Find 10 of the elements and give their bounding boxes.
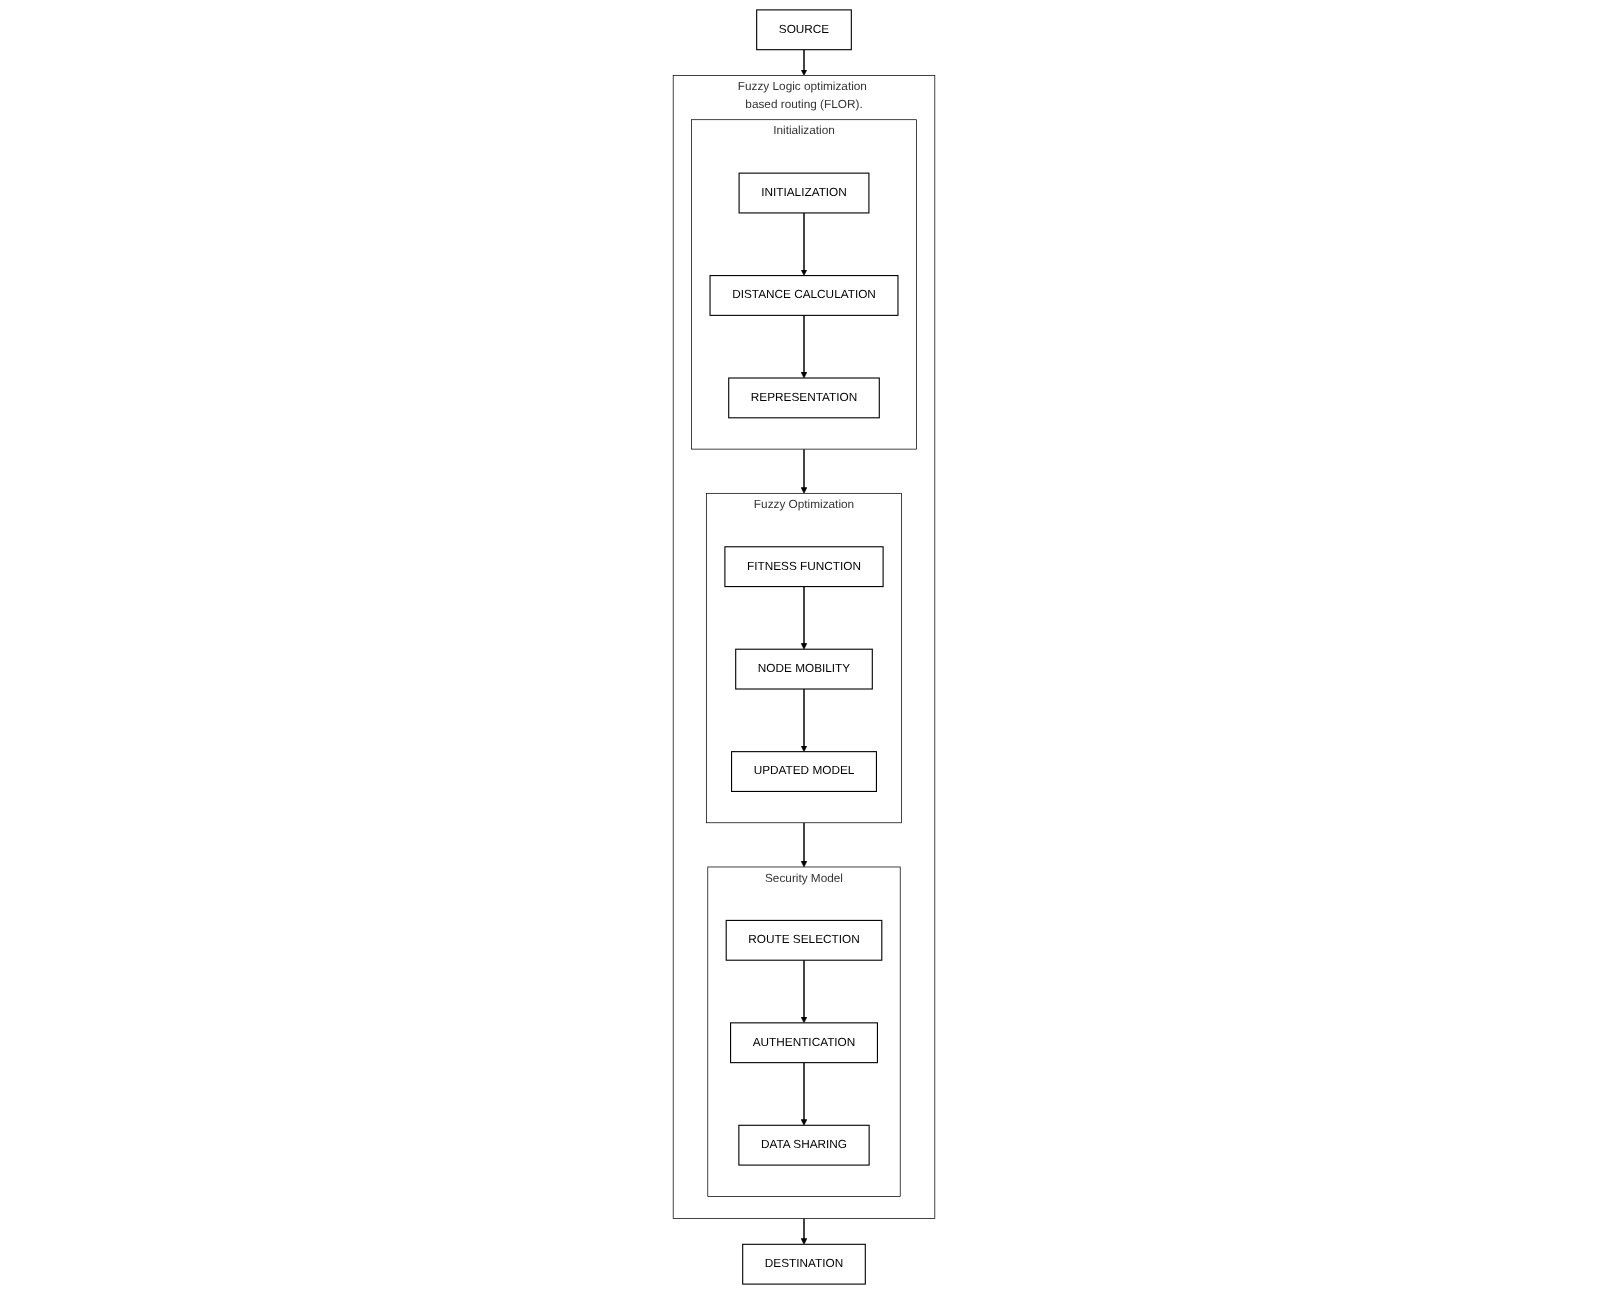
arrow [800,314,808,379]
arrow [800,48,808,76]
arrow [800,585,808,650]
arrow [800,448,808,494]
arrow [800,959,808,1024]
arrow [800,212,808,276]
arrow [800,688,808,752]
arrow [800,1061,808,1126]
arrow [800,1217,808,1245]
arrow [800,822,808,868]
